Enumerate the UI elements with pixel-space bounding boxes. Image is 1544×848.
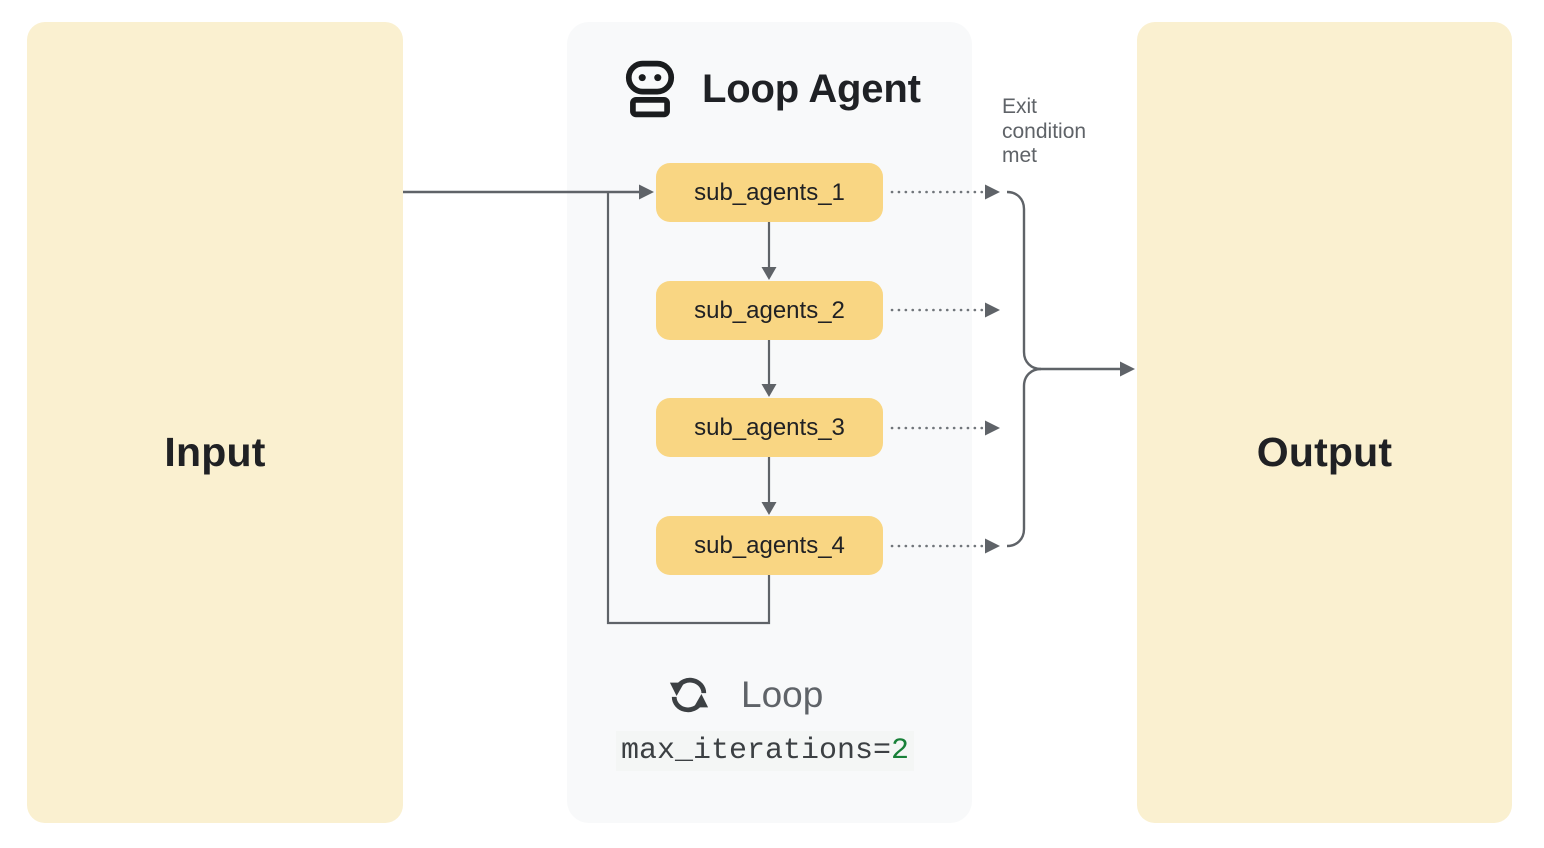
output-box: Output — [1137, 22, 1512, 823]
sub-agent-label: sub_agents_2 — [694, 296, 845, 324]
sub-agent-box-3: sub_agents_3 — [656, 398, 883, 457]
sub-agent-label: sub_agents_4 — [694, 531, 845, 559]
loop-refresh-icon — [669, 677, 709, 713]
loop-to-output-arrow — [1041, 361, 1135, 377]
output-label: Output — [1256, 429, 1393, 475]
code-value: 2 — [891, 734, 910, 768]
sub-agent-label: sub_agents_3 — [694, 413, 845, 441]
input-box: Input — [27, 22, 403, 823]
max-iterations-code: max_iterations=2 — [616, 731, 915, 771]
sub-agent-box-4: sub_agents_4 — [656, 516, 883, 575]
sub-agent-box-1: sub_agents_1 — [656, 163, 883, 222]
loop-agent-header: Loop Agent — [624, 60, 921, 118]
sub-agent-box-2: sub_agents_2 — [656, 281, 883, 340]
exit-condition-label: Exit condition met — [1002, 95, 1087, 167]
exit-merge-brace — [1006, 190, 1042, 548]
loop-agent-title: Loop Agent — [702, 66, 921, 111]
loop-label: Loop — [741, 674, 824, 715]
sub-agent-label: sub_agents_1 — [694, 178, 845, 206]
loop-indicator: Loop — [668, 672, 823, 718]
robot-icon — [625, 60, 675, 118]
code-prefix: max_iterations= — [621, 734, 892, 768]
input-label: Input — [164, 429, 266, 475]
